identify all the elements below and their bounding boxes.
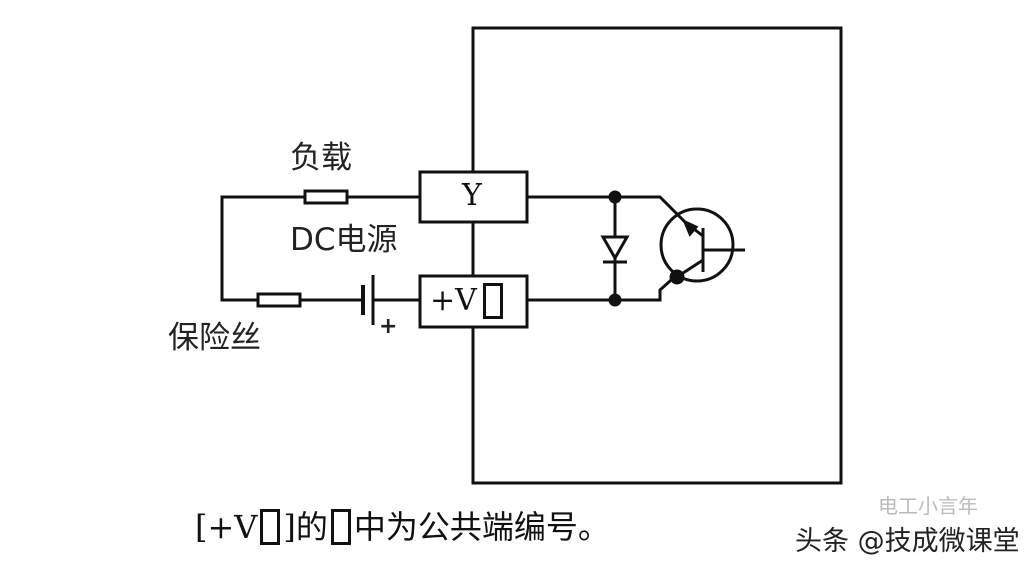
terminal-common-box xyxy=(418,274,529,329)
load-label: 负载 xyxy=(290,140,352,176)
number-placeholder-box xyxy=(482,283,503,319)
fuse xyxy=(256,292,302,308)
watermark: 头条 @技成微课堂 xyxy=(795,526,1020,557)
fuse-label: 保险丝 xyxy=(168,320,261,356)
terminal-common-label: +V xyxy=(430,283,506,319)
diode-icon xyxy=(600,235,630,264)
caption-part1: [+V xyxy=(195,508,258,546)
caption-box xyxy=(260,509,281,545)
dc-source-label: DC电源 xyxy=(290,222,398,258)
caption-part3: 中为公共端编号。 xyxy=(353,508,610,546)
watermark-faint: 电工小言年 xyxy=(878,494,978,518)
load-resistor xyxy=(303,189,349,205)
dot xyxy=(669,269,685,285)
battery-polarity: + xyxy=(379,314,398,339)
dot xyxy=(608,190,622,204)
caption-box xyxy=(330,509,351,545)
caption: [+V ]的 中为公共端编号。 xyxy=(195,508,610,546)
caption-part2: ]的 xyxy=(283,508,328,546)
transistor-circle xyxy=(659,207,735,283)
emitter-arrow xyxy=(682,219,699,237)
terminal-y-label: Y xyxy=(462,178,482,213)
external-wire xyxy=(220,195,420,302)
plc-output-module-box xyxy=(471,26,843,485)
dot xyxy=(608,293,622,307)
terminal-common-text: +V xyxy=(430,283,477,318)
